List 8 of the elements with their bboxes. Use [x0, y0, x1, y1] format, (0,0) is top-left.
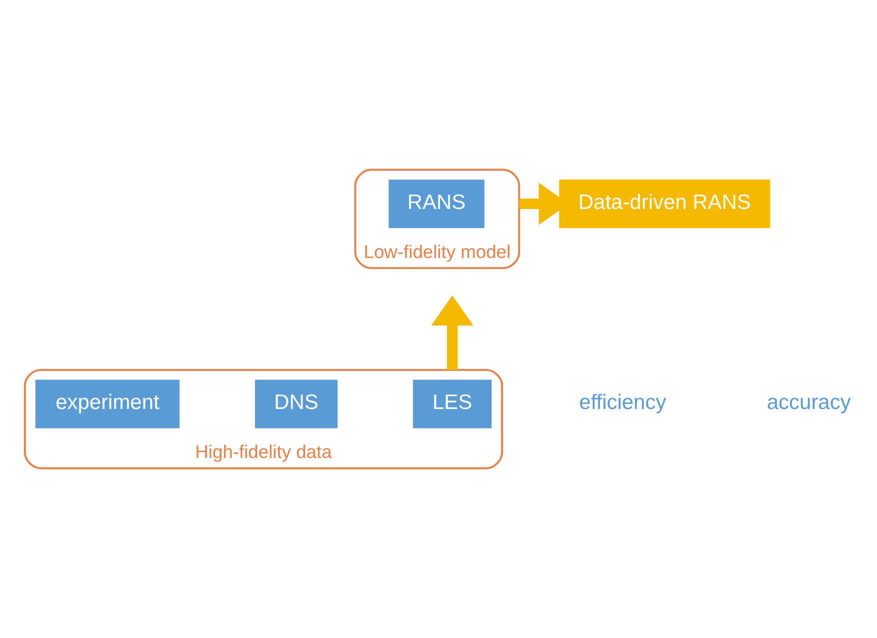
label: accuracy	[766, 391, 851, 414]
arrow	[431, 295, 474, 370]
node-box: Data-driven RANS	[559, 180, 770, 228]
node-box: DNS	[254, 380, 338, 428]
node-box: experiment	[35, 380, 180, 428]
label: efficiency	[579, 391, 666, 414]
node-box: LES	[412, 380, 492, 428]
node-box: RANS	[388, 180, 484, 228]
